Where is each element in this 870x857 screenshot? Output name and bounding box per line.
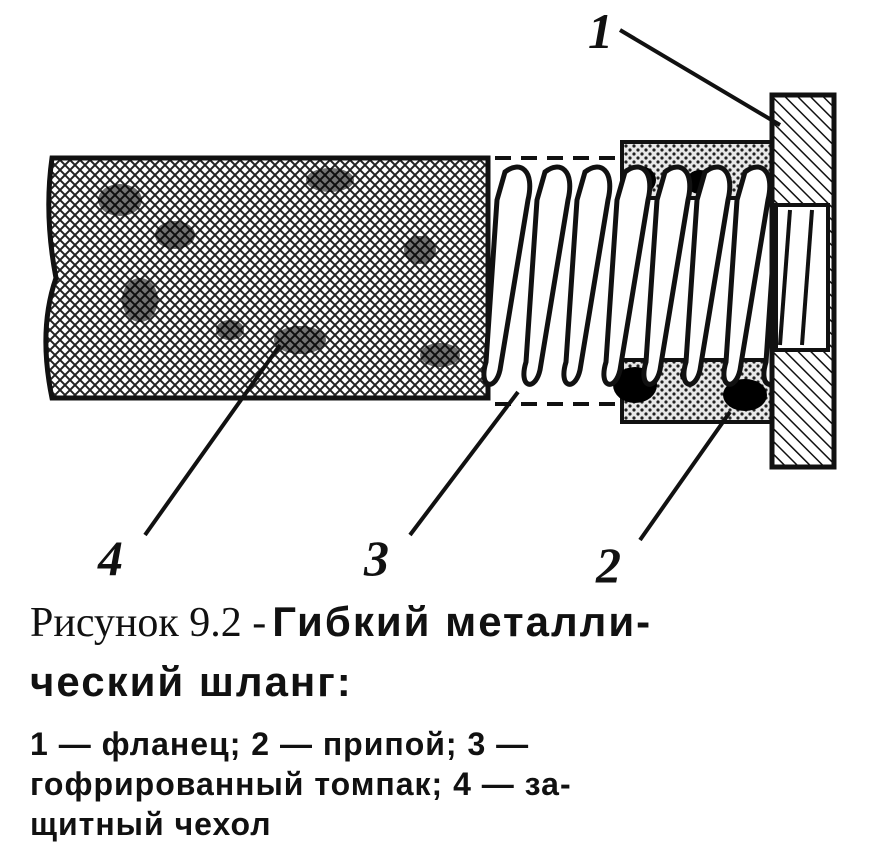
legend-line-2: гофрированный томпак; 4 — за- [30, 766, 572, 802]
label-1: 1 [588, 3, 613, 59]
caption-title-part2: ческий шланг: [30, 658, 353, 705]
hose-envelope-dashes [495, 156, 625, 406]
label-4: 4 [97, 530, 123, 586]
corrugated-tube [481, 164, 813, 387]
leader-lines [143, 28, 782, 542]
caption-title-part1: Гибкий металли- [272, 598, 653, 645]
hose-diagram: 1 2 3 4 [43, 3, 837, 593]
flange [769, 92, 837, 470]
caption-line-1: Рисунок 9.2 -Гибкий металли- [30, 598, 652, 647]
legend-line-1: 1 — фланец; 2 — припой; 3 — [30, 726, 530, 762]
label-3: 3 [363, 530, 389, 586]
legend-line-3: щитный чехол [30, 806, 272, 842]
label-2: 2 [595, 537, 621, 593]
caption-prefix: Рисунок 9.2 - [30, 600, 267, 646]
protective-cover [43, 155, 491, 401]
